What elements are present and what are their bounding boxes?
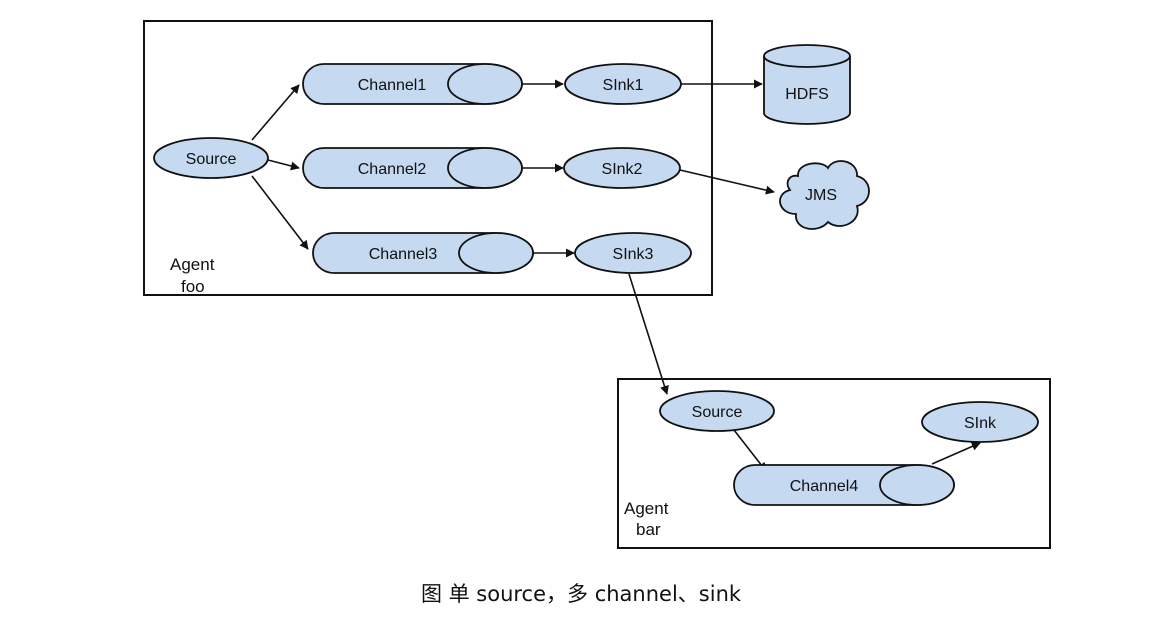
node-sink-bar-label: SInk bbox=[964, 415, 997, 432]
database-icon bbox=[763, 44, 851, 125]
channel1-end-cap bbox=[447, 63, 523, 105]
node-channel1-label: Channel1 bbox=[358, 77, 427, 94]
edge-sink2-to-jms bbox=[679, 169, 775, 195]
edges-layer bbox=[251, 79, 981, 472]
channel4-end-cap bbox=[879, 464, 955, 506]
figure-caption: 图 单 source，多 channel、sink bbox=[420, 582, 742, 606]
node-hdfs-label: HDFS bbox=[785, 86, 829, 103]
agent-foo-label-line2: foo bbox=[181, 277, 205, 296]
node-source-foo-label: Source bbox=[186, 151, 237, 168]
edge-source-foo-to-channel1 bbox=[251, 84, 300, 141]
node-jms: JMS bbox=[779, 160, 870, 230]
node-channel4: Channel4 bbox=[733, 464, 955, 506]
node-sink3: SInk3 bbox=[574, 232, 692, 274]
channel3-end-cap bbox=[458, 232, 534, 274]
node-jms-label: JMS bbox=[805, 187, 837, 204]
agent-bar-box: Agent bar bbox=[617, 378, 1051, 549]
agent-foo-box: Agent foo bbox=[143, 20, 713, 296]
node-hdfs: HDFS bbox=[763, 44, 851, 125]
node-sink2: SInk2 bbox=[563, 147, 681, 189]
channel2-end-cap bbox=[447, 147, 523, 189]
node-channel4-label: Channel4 bbox=[790, 478, 859, 495]
node-channel3: Channel3 bbox=[312, 232, 534, 274]
node-source-bar: Source bbox=[659, 390, 775, 432]
edge-source-foo-to-channel2 bbox=[267, 159, 300, 171]
agent-foo-label-line1: Agent bbox=[170, 255, 215, 274]
edge-sink3-to-source-bar bbox=[628, 273, 669, 395]
node-source-foo: Source bbox=[153, 137, 269, 179]
node-sink1: SInk1 bbox=[564, 63, 682, 105]
node-channel1: Channel1 bbox=[302, 63, 523, 105]
node-source-bar-label: Source bbox=[692, 404, 743, 421]
node-sink1-label: SInk1 bbox=[603, 77, 644, 94]
node-channel3-label: Channel3 bbox=[369, 246, 438, 263]
agent-bar-label-line1: Agent bbox=[624, 499, 669, 518]
node-sink2-label: SInk2 bbox=[602, 161, 643, 178]
node-channel2: Channel2 bbox=[302, 147, 523, 189]
cloud-icon bbox=[779, 160, 870, 230]
node-channel2-label: Channel2 bbox=[358, 161, 427, 178]
node-sink-bar: SInk bbox=[921, 401, 1039, 443]
edge-channel4-to-sink-bar bbox=[931, 442, 981, 465]
agent-bar-label-line2: bar bbox=[636, 520, 661, 539]
edge-source-foo-to-channel3 bbox=[251, 175, 309, 250]
node-sink3-label: SInk3 bbox=[613, 246, 654, 263]
